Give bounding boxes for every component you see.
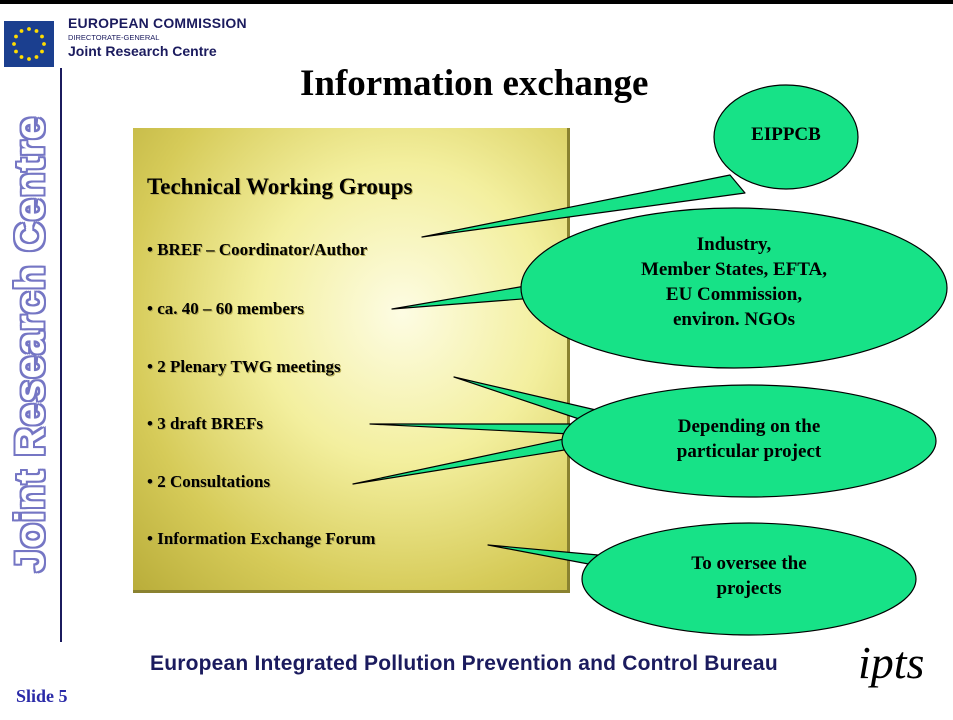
callout-project-tail-1 [453, 376, 597, 423]
callout-line: projects [716, 578, 782, 599]
bullet-item: • Information Exchange Forum [147, 529, 376, 548]
bullet-item: • 2 Consultations [147, 472, 271, 491]
bullet-item: • ca. 40 – 60 members [147, 299, 305, 318]
callout-eipcb-tail [421, 174, 746, 238]
technical-working-groups-panel [133, 128, 570, 593]
slide-number: Slide 5 [16, 686, 68, 706]
callout-forum-tail [487, 544, 600, 567]
bullet-item: • BREF – Coordinator/Author [147, 240, 368, 259]
org-line-1: EUROPEAN COMMISSION [68, 15, 247, 31]
org-name: EUROPEAN COMMISSION DIRECTORATE-GENERAL … [68, 15, 247, 59]
vertical-divider [60, 68, 62, 642]
ipts-logo-text: ipts [858, 637, 925, 688]
callout-forum-text: To oversee the projects [612, 551, 886, 601]
org-line-3: Joint Research Centre [68, 43, 217, 59]
bureau-name: European Integrated Pollution Prevention… [150, 652, 778, 675]
callout-line: Member States, EFTA, [640, 259, 828, 280]
callout-line: Depending on the [677, 416, 821, 437]
ipts-logo: ipts [858, 636, 938, 690]
callout-project-tail-2 [369, 423, 575, 435]
callout-line: environ. NGOs [672, 309, 796, 330]
callout-forum [581, 522, 917, 636]
callout-eipcb-text: EIPPCB [714, 122, 858, 147]
slide-title: Information exchange [300, 63, 649, 104]
panel-heading: Technical Working Groups [147, 174, 413, 199]
eu-flag-icon [4, 21, 54, 67]
callout-line: particular project [676, 441, 822, 462]
callout-industry-text: Industry, Member States, EFTA, EU Commis… [563, 232, 905, 332]
callout-line: EIPPCB [751, 124, 821, 145]
european-commission-logo: EUROPEAN COMMISSION DIRECTORATE-GENERAL … [4, 15, 268, 71]
callout-line: Industry, [696, 234, 772, 255]
callout-line: To oversee the [691, 553, 807, 574]
callout-eipcb [713, 84, 859, 190]
top-rule [0, 0, 953, 4]
callout-project-text: Depending on the particular project [591, 414, 907, 464]
bullet-item: • 3 draft BREFs [147, 414, 263, 433]
callout-project [561, 384, 937, 498]
bullet-item: • 2 Plenary TWG meetings [147, 357, 341, 376]
callout-project-tail-3 [352, 435, 584, 485]
org-line-2: DIRECTORATE-GENERAL [68, 33, 160, 42]
callout-line: EU Commission, [665, 284, 803, 305]
callout-industry [520, 207, 948, 369]
